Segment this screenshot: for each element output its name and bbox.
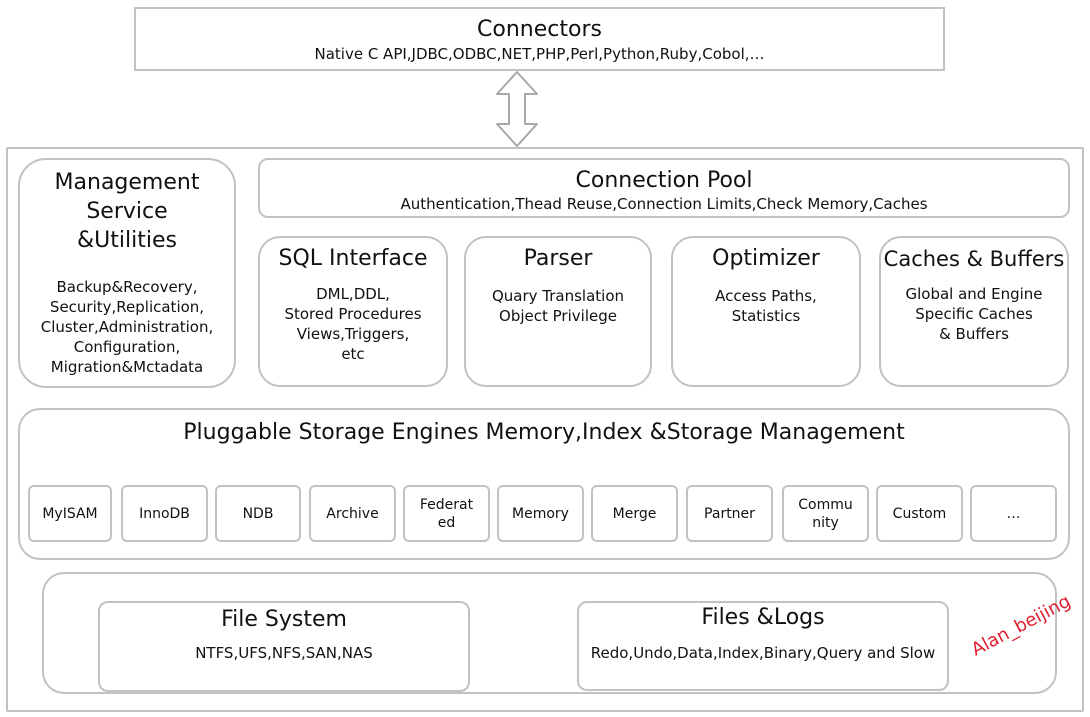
engine-ndb: NDB bbox=[215, 485, 301, 542]
sql-interface-details: DML,DDL, Stored Procedures Views,Trigger… bbox=[284, 285, 422, 363]
caches-buffers-title: Caches & Buffers bbox=[883, 247, 1065, 271]
double-arrow-icon bbox=[496, 71, 538, 147]
connectors-title: Connectors bbox=[477, 17, 602, 42]
engine-more: … bbox=[970, 485, 1057, 542]
connectors-subtitle: Native C API,JDBC,ODBC,NET,PHP,Perl,Pyth… bbox=[314, 45, 765, 63]
engine-federated: Federat ed bbox=[403, 485, 490, 542]
engine-custom: Custom bbox=[876, 485, 963, 542]
engine-memory: Memory bbox=[497, 485, 584, 542]
sql-interface-box: SQL Interface DML,DDL, Stored Procedures… bbox=[258, 236, 448, 387]
files-logs-box: Files &Logs Redo,Undo,Data,Index,Binary,… bbox=[577, 601, 949, 691]
optimizer-title: Optimizer bbox=[712, 246, 820, 271]
optimizer-details: Access Paths, Statistics bbox=[715, 287, 817, 325]
engine-merge: Merge bbox=[591, 485, 678, 542]
caches-buffers-details: Global and Engine Specific Caches & Buff… bbox=[905, 285, 1043, 343]
connection-pool-title: Connection Pool bbox=[575, 168, 753, 193]
engine-partner: Partner bbox=[686, 485, 773, 542]
engine-innodb: InnoDB bbox=[121, 485, 208, 542]
parser-box: Parser Quary Translation Object Privileg… bbox=[464, 236, 652, 387]
file-system-details: NTFS,UFS,NFS,SAN,NAS bbox=[195, 644, 373, 662]
storage-engines-title: Pluggable Storage Engines Memory,Index &… bbox=[183, 420, 905, 445]
engine-myisam: MyISAM bbox=[28, 485, 112, 542]
parser-title: Parser bbox=[523, 246, 593, 271]
connection-pool-subtitle: Authentication,Thead Reuse,Connection Li… bbox=[400, 195, 928, 213]
management-box: Management Service &Utilities Backup&Rec… bbox=[18, 158, 236, 388]
files-logs-details: Redo,Undo,Data,Index,Binary,Query and Sl… bbox=[590, 644, 936, 662]
optimizer-box: Optimizer Access Paths, Statistics bbox=[671, 236, 861, 387]
file-system-title: File System bbox=[221, 607, 347, 632]
sql-interface-title: SQL Interface bbox=[278, 246, 428, 271]
engine-community: Commu nity bbox=[782, 485, 869, 542]
file-system-box: File System NTFS,UFS,NFS,SAN,NAS bbox=[98, 601, 470, 692]
management-title: Management Service &Utilities bbox=[54, 170, 200, 253]
files-logs-title: Files &Logs bbox=[701, 605, 825, 630]
caches-buffers-box: Caches & Buffers Global and Engine Speci… bbox=[879, 236, 1069, 387]
engine-archive: Archive bbox=[309, 485, 396, 542]
management-details: Backup&Recovery, Security,Replication, C… bbox=[40, 278, 214, 376]
parser-details: Quary Translation Object Privilege bbox=[491, 287, 625, 325]
connectors-box: Connectors Native C API,JDBC,ODBC,NET,PH… bbox=[134, 7, 945, 71]
connection-pool-box: Connection Pool Authentication,Thead Reu… bbox=[258, 158, 1070, 218]
